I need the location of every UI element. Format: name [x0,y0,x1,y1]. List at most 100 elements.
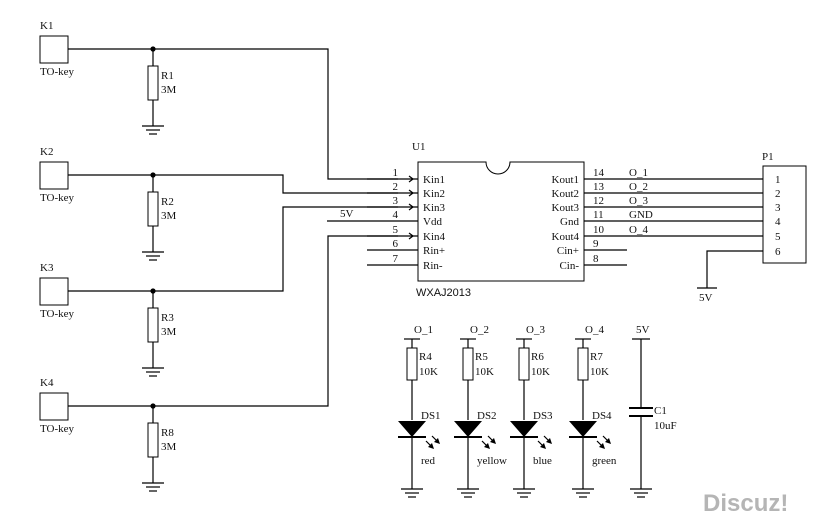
led-color: blue [533,455,552,467]
input-pin-marker [408,203,414,211]
resistor-ref: R3 [161,312,174,324]
resistor-ref: R6 [531,351,544,363]
led-ref: DS1 [421,410,441,422]
key-ref: K1 [40,20,53,32]
led-emission-arrow [484,443,490,449]
resistor-value: 10K [475,366,494,378]
resistor-ref: R1 [161,70,174,82]
led-color: green [592,455,617,467]
watermark: Discuz! [703,490,788,517]
ic-pin-number: 7 [393,253,399,265]
key-ref: K4 [40,377,54,389]
parts [39,35,807,458]
led-emission-arrow [434,438,440,444]
ic-pin-number: 13 [593,181,605,193]
pulldown-resistor [147,422,159,458]
led-ref: DS4 [592,410,612,422]
led-color: red [421,455,436,467]
led-emission-arrow [428,443,434,449]
connector-pin-number: 5 [775,231,781,243]
led-emission-arrow [540,443,546,449]
resistor-value: 3M [161,210,177,222]
key-type: TO-key [40,423,75,435]
k1-net [68,48,398,180]
output-net-label: O_2 [629,181,648,193]
junction-dot [150,403,156,409]
p1-pin6-wire [706,250,763,288]
connector-pin-number: 4 [775,216,781,228]
connector-ref: P1 [762,151,774,163]
key-ref: K3 [40,262,54,274]
connector-body [762,165,807,264]
ic-pin-number: 5 [393,224,399,236]
junction-dot [150,288,156,294]
led-color: yellow [477,455,507,467]
ic-pin-name: Vdd [423,216,442,228]
resistor-ref: R5 [475,351,488,363]
ic-pin-name: Kout1 [552,174,580,186]
led-emission-arrow [605,438,611,444]
key-type: TO-key [40,192,75,204]
ic-pin-number: 4 [393,209,399,221]
resistor-value: 3M [161,326,177,338]
ic-pin-number: 11 [593,209,604,221]
key-ref: K2 [40,146,53,158]
pulldown-resistor [147,65,159,101]
ic-pin-name: Gnd [560,216,579,228]
ic-pin-name: Cin+ [557,245,579,257]
ic-pin-number: 14 [593,167,605,179]
k3-net [68,206,398,292]
pulldown-resistor [147,307,159,343]
resistor-ref: R8 [161,427,174,439]
ic-pin-name: Kout4 [552,231,580,243]
ic-pin-number: 12 [593,195,604,207]
key-switch [39,277,69,306]
output-net-label: O_1 [629,167,648,179]
ic-pin-name: Kin1 [423,174,445,186]
connector-pin-number: 1 [775,174,781,186]
led-net-label: O_1 [414,324,433,336]
resistor-value: 3M [161,441,177,453]
led-emission-arrow [490,438,496,444]
ic-pin-name: Kin2 [423,188,445,200]
led-net-label: O_4 [585,324,604,336]
key-type: TO-key [40,66,75,78]
pulldown-resistor [147,191,159,227]
resistor-value: 3M [161,84,177,96]
resistor-ref: R2 [161,196,174,208]
k2-net [68,174,398,194]
resistor-value: 10K [419,366,438,378]
resistor-value: 10K [590,366,609,378]
k4-net [68,235,398,407]
connector-pin-number: 2 [775,188,781,200]
ic-pin-number: 2 [393,181,399,193]
ic-pin-name: Kout2 [552,188,580,200]
ic-pin-name: Kout3 [552,202,580,214]
led-diode [510,421,538,437]
led-emission-arrow [599,443,605,449]
led-net-label: O_2 [470,324,489,336]
power-net-label: 5V [699,292,713,304]
cap-value: 10uF [654,420,677,432]
cap-ref: C1 [654,405,667,417]
input-pin-marker [408,175,414,183]
ic-pin-number: 10 [593,224,605,236]
output-net-label: GND [629,209,653,221]
output-net-label: O_4 [629,224,648,236]
ic-pin-number: 3 [393,195,399,207]
ic-pin-number: 6 [393,238,399,250]
input-pin-marker [408,232,414,240]
led-resistor [577,347,589,381]
ic-pin-number: 8 [593,253,599,265]
junction-dot [150,172,156,178]
key-switch [39,35,69,64]
output-net-label: O_3 [629,195,648,207]
led-resistor [406,347,418,381]
resistor-value: 10K [531,366,550,378]
led-emission-arrow [546,438,552,444]
led-ref: DS2 [477,410,497,422]
ic-body [417,161,585,282]
led-diode [398,421,426,437]
